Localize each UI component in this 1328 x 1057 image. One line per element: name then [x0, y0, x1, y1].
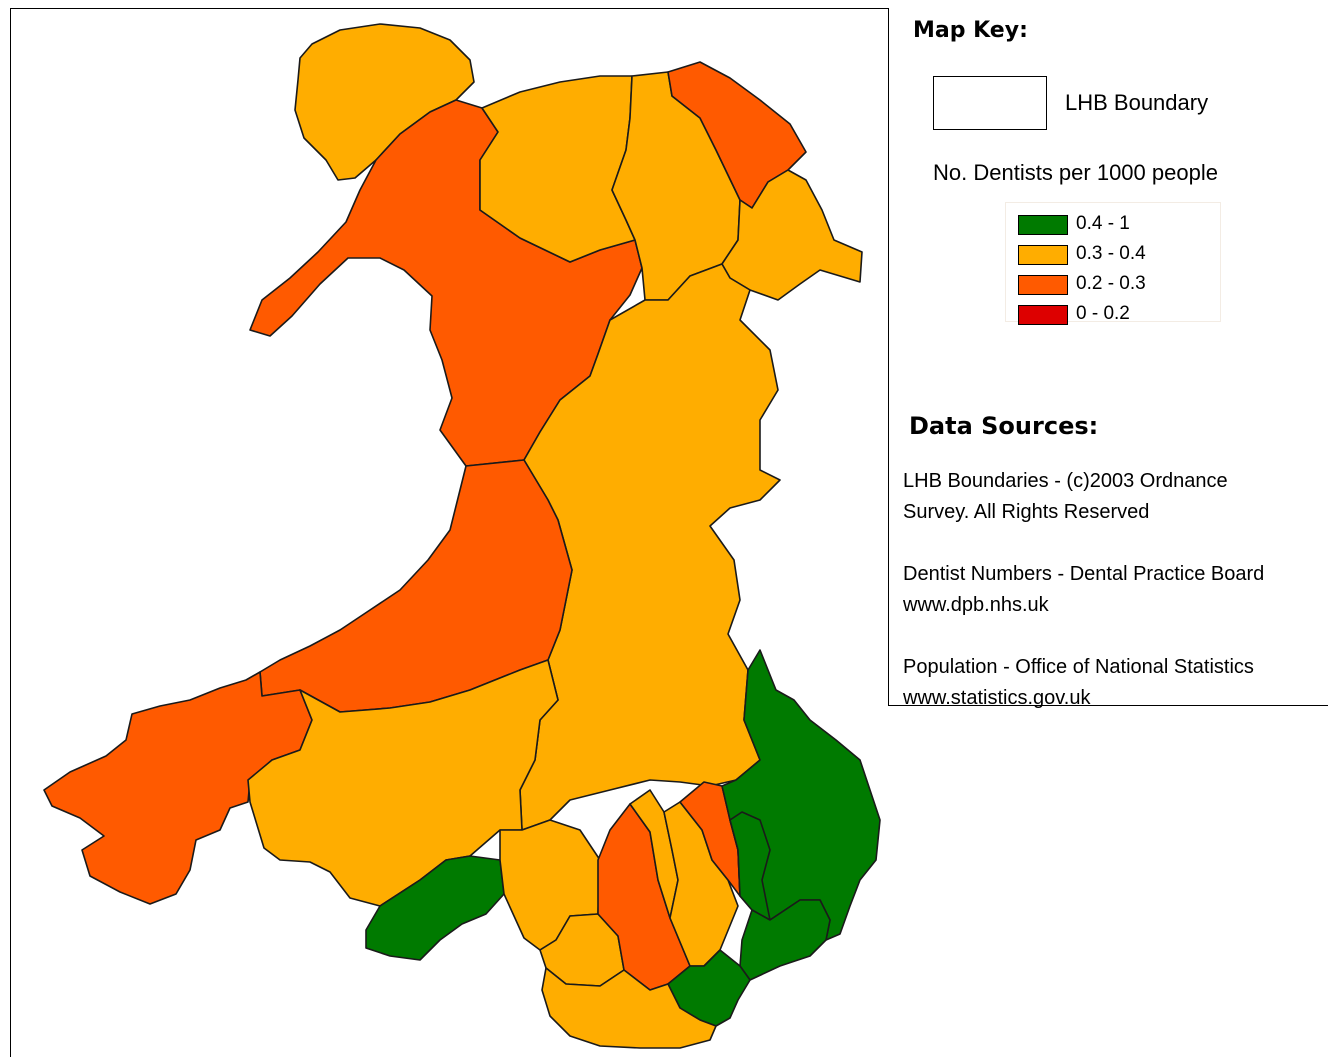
region-torfaen[interactable] — [729, 811, 771, 921]
source-link[interactable]: www.dpb.nhs.uk — [903, 594, 1049, 616]
region-swansea[interactable] — [365, 855, 505, 961]
map-key-panel: Map Key: LHB Boundary No. Dentists per 1… — [888, 8, 1328, 709]
legend-swatch — [1018, 305, 1068, 325]
legend-swatch — [1018, 215, 1068, 235]
lhb-boundary-swatch — [933, 76, 1047, 130]
legend-label: 0.3 - 0.4 — [1076, 243, 1146, 264]
legend-item: 0.2 - 0.3 — [1018, 273, 1218, 297]
lhb-boundary-label: LHB Boundary — [1065, 90, 1209, 115]
source-line: LHB Boundaries - (c)2003 Ordnance — [903, 470, 1228, 492]
legend-subtitle: No. Dentists per 1000 people — [933, 160, 1218, 185]
legend-swatch — [1018, 245, 1068, 265]
map-key-title: Map Key: — [913, 18, 1028, 43]
region-newport[interactable] — [739, 899, 831, 981]
source-link[interactable]: www.statistics.gov.uk — [903, 687, 1091, 709]
source-line: Survey. All Rights Reserved — [903, 501, 1150, 523]
region-vale-of-glamorgan[interactable] — [541, 967, 717, 1049]
legend-label: 0 - 0.2 — [1076, 303, 1130, 324]
legend-label: 0.2 - 0.3 — [1076, 273, 1146, 294]
region-wrexham[interactable] — [721, 169, 863, 301]
legend-list: 0.4 - 1 0.3 - 0.4 0.2 - 0.3 0 - 0.2 — [1005, 202, 1221, 325]
legend-label: 0.4 - 1 — [1076, 213, 1130, 234]
source-line: Dentist Numbers - Dental Practice Board — [903, 563, 1265, 585]
legend-swatch — [1018, 275, 1068, 295]
legend-item: 0.3 - 0.4 — [1018, 243, 1218, 267]
legend-item: 0.4 - 1 — [1018, 213, 1218, 237]
source-line: Population - Office of National Statisti… — [903, 656, 1254, 678]
data-sources-title: Data Sources: — [909, 412, 1099, 440]
legend-item: 0 - 0.2 — [1018, 303, 1218, 327]
map-frame — [10, 8, 1328, 1057]
